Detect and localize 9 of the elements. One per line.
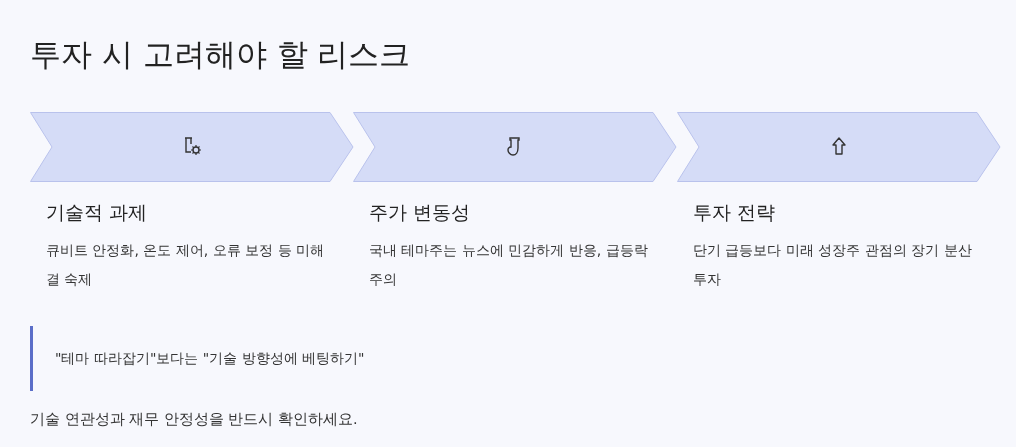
step-description: 큐비트 안정화, 온도 제어, 오류 보정 등 미해결 숙제 <box>46 241 326 289</box>
step-description: 단기 급등보다 미래 성장주 관점의 장기 분산투자 <box>693 241 973 289</box>
step-heading: 투자 전략 <box>693 200 776 225</box>
step-heading: 주가 변동성 <box>369 200 471 225</box>
title: 투자 시 고려해야 할 리스크 <box>30 35 411 74</box>
note-text: 기술 연관성과 재무 안정성을 반드시 확인하세요. <box>30 410 358 429</box>
step-description: 국내 테마주는 뉴스에 민감하게 반응, 급등락 주의 <box>369 241 649 289</box>
quote-block: "테마 따라잡기"보다는 "기술 방향성에 베팅하기" <box>30 326 630 391</box>
step-heading: 기술적 과제 <box>46 200 148 225</box>
